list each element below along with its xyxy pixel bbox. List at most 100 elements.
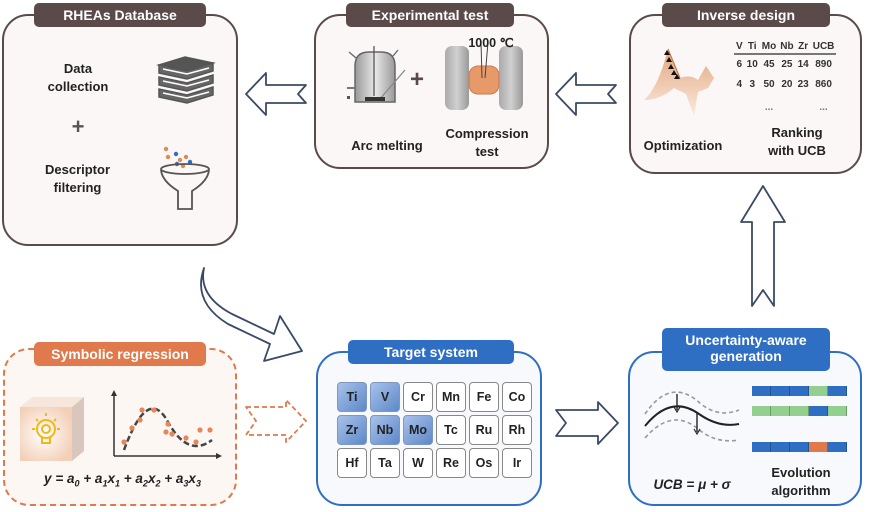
inverse-design-title: Inverse design xyxy=(662,3,830,27)
rheas-database-panel xyxy=(2,14,238,246)
ranking-table: V Ti Mo Nb Zr UCB 6 10 45 25 14 890 4 3 … xyxy=(734,40,837,120)
gene-blue xyxy=(809,406,828,416)
books-icon xyxy=(156,56,216,104)
data-collection-line2: collection xyxy=(47,78,109,94)
ellipsis: ... xyxy=(819,101,828,113)
element-cell-ti: Ti xyxy=(337,382,367,412)
ranking-line2: with UCB xyxy=(768,142,826,158)
lightbulb-cube-icon xyxy=(20,397,84,461)
fit-curve-plot-icon xyxy=(111,390,222,459)
gene-blue xyxy=(771,386,790,396)
table-cell: 4 xyxy=(736,78,743,90)
temperature-label: 1000 ℃ xyxy=(468,36,514,50)
element-cell-re: Re xyxy=(436,448,466,478)
gene-blue xyxy=(828,442,847,452)
ucb-equation: UCB = μ + σ xyxy=(653,477,731,492)
chromosome-bar xyxy=(752,442,847,452)
experimental-test-title: Experimental test xyxy=(346,3,514,27)
element-cell-fe: Fe xyxy=(469,382,499,412)
database-plus: + xyxy=(71,114,85,139)
element-cell-tc: Tc xyxy=(436,415,466,445)
col-header: V xyxy=(734,40,745,55)
arrow-up-icon xyxy=(740,185,786,307)
element-cell-w: W xyxy=(403,448,433,478)
descriptor-line1: Descriptor xyxy=(44,162,111,177)
regression-equation: y = a0 + a1x1 + a2x2 + a3x3 xyxy=(44,471,201,489)
ranking-line1: Ranking xyxy=(771,125,823,140)
compression-test-label: Compression test xyxy=(437,125,537,160)
evolution-algorithm-label: Evolution algorithm xyxy=(756,464,846,499)
target-system-title: Target system xyxy=(348,340,514,364)
gene-blue xyxy=(790,442,809,452)
compression-press-icon xyxy=(445,41,523,110)
evolution-line1: Evolution xyxy=(771,465,831,480)
element-cell-nb: Nb xyxy=(370,415,400,445)
gene-green xyxy=(771,406,790,416)
table-cell: 10 xyxy=(746,59,758,70)
element-cell-ta: Ta xyxy=(370,448,400,478)
compression-line1: Compression xyxy=(445,126,529,141)
table-cell: 25 xyxy=(781,59,793,70)
element-cell-zr: Zr xyxy=(337,415,367,445)
dashed-arrow-icon xyxy=(245,399,307,443)
descriptor-line2: filtering xyxy=(53,179,102,195)
table-cell: 3 xyxy=(749,78,756,90)
table-cell: 23 xyxy=(797,78,809,90)
gene-blue xyxy=(790,386,809,396)
evolution-line2: algorithm xyxy=(771,482,831,498)
col-header: UCB xyxy=(810,40,837,55)
ucb-confidence-band-icon xyxy=(644,391,740,442)
chromosome-bars xyxy=(752,386,847,452)
gene-green xyxy=(809,386,828,396)
gene-orange xyxy=(809,442,828,452)
descriptor-filtering-label: Descriptor filtering xyxy=(20,161,135,196)
element-cell-os: Os xyxy=(469,448,499,478)
data-collection-label: Data collection xyxy=(28,60,128,95)
chromosome-bar xyxy=(752,386,847,396)
gene-blue xyxy=(828,386,847,396)
element-cell-cr: Cr xyxy=(403,382,433,412)
chromosome-bar xyxy=(752,406,847,416)
arc-furnace-icon xyxy=(347,46,406,103)
funnel-icon xyxy=(160,146,210,210)
ranking-ucb-label: Ranking with UCB xyxy=(752,124,842,159)
element-cell-ru: Ru xyxy=(469,415,499,445)
optimization-label: Optimization xyxy=(643,138,723,153)
element-cell-hf: Hf xyxy=(337,448,367,478)
arc-melting-label: Arc melting xyxy=(351,138,423,153)
gene-blue xyxy=(771,442,790,452)
uncertainty-title-line1: Uncertainty-aware xyxy=(685,332,807,348)
table-cell: 890 xyxy=(815,59,832,70)
arrow-right-icon xyxy=(555,401,619,445)
gene-blue xyxy=(752,386,771,396)
element-cell-v: V xyxy=(370,382,400,412)
ellipsis-row: ... ... xyxy=(734,94,836,120)
col-header: Mo xyxy=(759,40,779,55)
table-cell: 45 xyxy=(763,59,775,70)
uncertainty-generation-title: Uncertainty-aware generation xyxy=(662,328,830,371)
gene-blue xyxy=(752,442,771,452)
element-cell-mo: Mo xyxy=(403,415,433,445)
gene-green xyxy=(828,406,847,416)
uncertainty-title-line2: generation xyxy=(710,348,782,365)
compression-line2: test xyxy=(475,143,499,159)
element-cell-co: Co xyxy=(502,382,532,412)
curved-arrow-icon xyxy=(200,267,303,362)
element-cell-mn: Mn xyxy=(436,382,466,412)
col-header: Zr xyxy=(795,40,811,55)
arrow-left-icon xyxy=(555,72,617,116)
rheas-database-title: RHEAs Database xyxy=(34,3,206,27)
element-cell-rh: Rh xyxy=(502,415,532,445)
table-cell: 860 xyxy=(815,78,832,90)
table-cell: 20 xyxy=(781,78,793,90)
experimental-plus: + xyxy=(409,66,424,93)
table-row: 6 10 45 25 14 890 xyxy=(734,54,836,74)
table-row: 4 3 50 20 23 860 xyxy=(734,74,836,94)
element-cell-ir: Ir xyxy=(502,448,532,478)
uncertainty-generation-panel xyxy=(628,351,862,506)
col-header: Ti xyxy=(744,40,760,55)
gene-green xyxy=(752,406,771,416)
table-cell: 14 xyxy=(797,59,809,70)
ellipsis: ... xyxy=(764,101,774,113)
